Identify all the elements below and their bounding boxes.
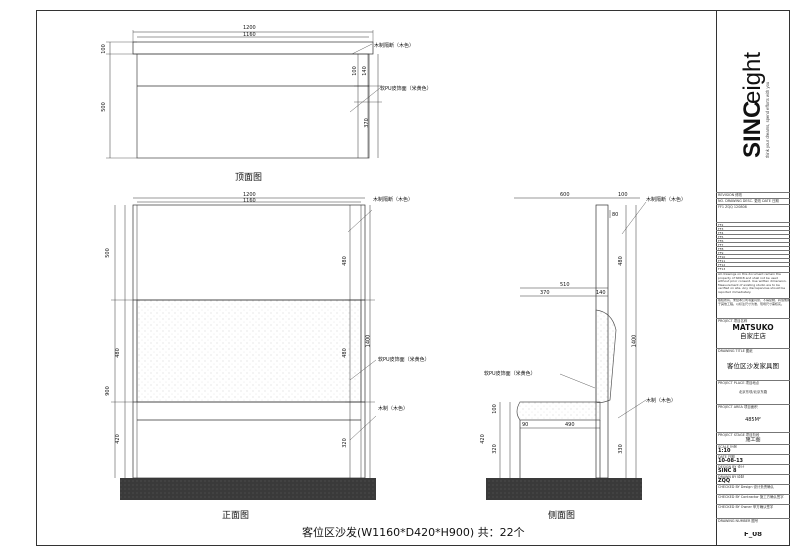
dim-side-l-b: 420	[479, 434, 486, 444]
sheet-border	[36, 10, 790, 546]
dim-side-r-b: 480	[617, 256, 624, 266]
tb-revision-row: FF11	[716, 258, 790, 262]
dim-side-seat-b: 490	[565, 422, 575, 428]
note-side-wood-trim: 木制隔断（木色）	[646, 197, 687, 203]
title-block	[716, 10, 791, 546]
tb-revision-row: FF7	[716, 242, 790, 246]
sheet-caption: 客位区沙发(W1160*D420*H900) 共：22个	[302, 526, 525, 539]
dim-top-h-top: 100	[100, 44, 107, 54]
tb-place-value: 北京东坝/北京东路	[738, 390, 768, 394]
tb-revision-row: FF4	[716, 230, 790, 234]
tb-revision-row: FF13	[716, 266, 790, 270]
note-top-wood-trim: 木制隔断（木色）	[374, 43, 415, 49]
note-side-pu-leather: 软PU皮饰面（米黄色）	[484, 371, 536, 377]
dim-top-w-inner: 1160	[243, 32, 256, 38]
tb-revision-row: FF12	[716, 262, 790, 266]
tb-scale-label: SCALE 比例	[716, 444, 790, 448]
tb-revision-row: FF10	[716, 254, 790, 258]
logo-brand-bold: SINC	[739, 101, 766, 158]
side-view	[486, 197, 647, 500]
dim-top-right-b: 100	[351, 66, 358, 76]
dim-front-w-inner: 1160	[243, 198, 256, 204]
dim-front-right-d: 320	[341, 438, 348, 448]
tb-revision-row: FF6	[716, 238, 790, 242]
tb-disclaimer-en: All drawings on this document remain the…	[716, 272, 790, 298]
tb-area-label: PROJECT AREA 项目面积	[716, 404, 790, 410]
dim-side-l-a: 100	[491, 404, 498, 414]
note-front-wood-trim: 木制隔断（木色）	[373, 197, 414, 203]
tb-stage-value: 施工图	[745, 437, 761, 443]
dim-front-left-a: 500	[104, 248, 111, 258]
tb-checked-design: CHECKED BY Design 设计负责确认	[716, 484, 790, 494]
dim-side-d-c: 140	[596, 290, 606, 296]
tb-revision-row: FF5	[716, 234, 790, 238]
tb-drawing-title: 客位区沙发家具图	[727, 362, 779, 370]
tb-revision-label: REVISION 修改	[716, 192, 790, 198]
tb-project-sub: 自家庄店	[740, 332, 766, 340]
tb-area-value: 485M²	[745, 417, 761, 423]
note-top-pu-leather: 软PU皮饰面（米黄色）	[380, 86, 432, 92]
dim-top-right-a: 140	[361, 66, 368, 76]
top-view-label: 顶面图	[235, 173, 263, 183]
dim-top-w-outer: 1200	[243, 25, 256, 31]
tb-design-value: SINC 8	[718, 468, 737, 474]
dim-side-r-c: 1400	[631, 334, 638, 348]
tb-rev-first: FF1 ZQQ 120808	[716, 204, 790, 210]
dim-side-r-a: 80	[612, 212, 619, 218]
tb-scale-value: 1:10	[718, 448, 731, 454]
dim-front-right-a: 480	[341, 256, 348, 266]
tb-revision-row: FF3	[716, 226, 790, 230]
logo-brand-light: eight	[739, 52, 766, 104]
front-view-label: 正面图	[222, 511, 250, 521]
dim-front-right-c: 1400	[365, 334, 372, 348]
note-side-wood-natural: 木制（木色）	[646, 398, 677, 404]
tb-drawing-no-label: DRAWING NUMBER 图号	[716, 518, 790, 524]
dim-side-d-b: 370	[540, 290, 550, 296]
tb-place-label: PROJECT PLACE 项目地点	[716, 380, 790, 386]
tb-revision-row: FF2	[716, 222, 790, 226]
tb-design-label: DESIGN BY 设计	[716, 464, 790, 468]
dim-side-r-d: 330	[617, 444, 624, 454]
dim-front-left-c: 900	[104, 386, 111, 396]
sinc-eight-logo: SINC eight think your dreams, spend effo…	[739, 52, 770, 158]
dim-front-left-b: 480	[114, 348, 121, 358]
side-view-label: 侧面图	[548, 511, 576, 521]
tb-disclaimer-cn: 版权所有，未经本公司书面同意，不得复制、转载或用于其他工程。以标注尺寸为准，现场…	[716, 298, 790, 318]
tb-drawing-title-label: DRAWING TITLE 图纸	[716, 348, 790, 354]
tb-project-name: MATSUKO	[732, 323, 774, 332]
tb-date-label: DATE 日期	[716, 454, 790, 458]
tb-checked-contractor: CHECKED BY Contractor 施工方确认签字	[716, 494, 790, 504]
tb-drawn-label: DRAWN BY 绘制	[716, 474, 790, 478]
tb-drawn-value: ZQQ	[718, 478, 731, 484]
dim-side-l-c: 320	[491, 444, 498, 454]
note-front-wood-natural: 木制（木色）	[378, 406, 409, 412]
dim-top-right-c: 370	[363, 118, 370, 128]
note-front-pu-leather: 软PU皮饰面（米黄色）	[378, 357, 430, 363]
tb-checked-owner: CHECKED BY Owner 甲方确认签字	[716, 504, 790, 514]
dim-side-top-a: 600	[560, 192, 570, 198]
tb-rev-header: NO. DRAWING DESC. 更改 DATE 日期	[716, 198, 790, 204]
front-view	[111, 197, 377, 500]
top-view	[106, 30, 382, 159]
dim-front-left-d: 420	[114, 434, 121, 444]
tb-project-label: PROJECT 项目名称	[716, 318, 790, 323]
dim-side-seat-a: 90	[522, 422, 529, 428]
dim-front-right-b: 480	[341, 348, 348, 358]
dim-front-w-outer: 1200	[243, 192, 256, 198]
dim-side-top-b: 100	[618, 192, 628, 198]
tb-stage-label: PROJECT STAGE 项目阶段	[716, 432, 790, 437]
dim-top-h-total: 500	[100, 102, 107, 112]
logo-tagline: think your dreams, spend efforts with yo…	[765, 81, 770, 158]
dim-side-d-a: 510	[560, 282, 570, 288]
tb-revision-row: FF9	[716, 250, 790, 254]
tb-date-value: 10-08-13	[718, 458, 744, 464]
tb-revision-row: FF8	[716, 246, 790, 250]
tb-drawing-no: F_08	[743, 532, 763, 538]
